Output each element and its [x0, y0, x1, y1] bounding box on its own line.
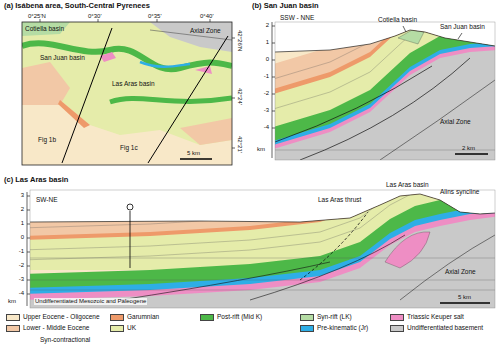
axis-number: -2	[6, 262, 24, 269]
latitude-label: 42°21'	[236, 136, 243, 153]
section-line-label: Fig 1b	[38, 136, 56, 143]
axis-number: -4	[254, 124, 269, 131]
axis-number: 3	[6, 192, 24, 199]
legend-swatch	[110, 325, 124, 332]
legend-group-label: Syn-contractional	[40, 336, 90, 343]
scale-label: 2 km	[462, 145, 475, 152]
axis-number: 1	[6, 220, 24, 227]
zone-label: Axial Zone	[440, 118, 471, 125]
orientation-label: SW-NE	[36, 196, 58, 203]
orientation-label: SSW - NNE	[280, 14, 314, 21]
legend-swatch	[200, 314, 214, 321]
legend-text: Post-rift (Mid K)	[217, 313, 262, 320]
unit-label: Undifferentiated Mesozoic and Paleogene	[34, 298, 147, 305]
axis-number: 0	[6, 234, 24, 241]
longitude-label: 0°35'	[148, 13, 162, 20]
thrust-label: Las Aras thrust	[318, 196, 361, 203]
basin-label: Las Aras basin	[386, 181, 429, 188]
longitude-label: 0°30'	[88, 13, 102, 20]
latitude-label: 42°26'N	[236, 30, 243, 51]
axis-number: -2	[254, 90, 269, 97]
longitude-label: 0°25'N	[28, 13, 46, 20]
basin-label: Cotiella basin	[378, 16, 417, 23]
legend-text: Triassic Keuper salt	[407, 313, 464, 320]
axis-unit: km	[257, 146, 265, 153]
axis-number: -3	[6, 276, 24, 283]
axis-number: 2	[254, 22, 269, 29]
geologic-map	[22, 22, 232, 165]
legend-text: Upper Eocene - Oligocene	[23, 313, 100, 320]
map-label: San Juan basin	[40, 54, 85, 61]
legend-text: Lower - Middle Eocene	[23, 324, 89, 331]
legend-swatch	[390, 314, 404, 321]
legend-swatch	[300, 325, 314, 332]
axis-number: -1	[254, 73, 269, 80]
axis-number: 2	[6, 206, 24, 213]
cross-section-c	[20, 136, 500, 330]
legend-text: Syn-rift (LK)	[317, 313, 352, 320]
basin-label: San Juan basin	[440, 23, 485, 30]
latitude-label: 42°24'	[236, 88, 243, 105]
legend-text: Undifferentiated basement	[407, 324, 483, 331]
legend-text: Garumnian	[127, 313, 159, 320]
map-label: Cotiella basin	[25, 25, 64, 32]
axis-number: -4	[6, 290, 24, 297]
fold-label: Alins syncline	[440, 188, 479, 195]
map-label: Axial Zone	[190, 27, 221, 34]
section-line-label: Fig 1c	[120, 144, 138, 151]
panel-title: (c) Las Aras basin	[4, 176, 68, 184]
legend-swatch	[300, 314, 314, 321]
scale-label: 5 km	[187, 150, 200, 157]
axis-number: 1	[254, 39, 269, 46]
longitude-label: 0°40'	[200, 13, 214, 20]
legend-swatch	[390, 325, 404, 332]
axis-number: -1	[6, 248, 24, 255]
panel-title: (a) Isábena area, South-Central Pyrenees	[4, 2, 150, 10]
axis-unit: km	[8, 298, 16, 305]
legend-swatch	[110, 314, 124, 321]
axis-number: 0	[254, 56, 269, 63]
legend-swatch	[6, 325, 20, 332]
cross-section-b	[270, 0, 500, 220]
legend-text: Pre-kinematic (Jr)	[317, 324, 368, 331]
legend-swatch	[6, 314, 20, 321]
legend-text: UK	[127, 324, 136, 331]
axis-number: -3	[254, 107, 269, 114]
scale-label: 5 km	[458, 294, 471, 301]
panel-title: (b) San Juan basin	[252, 2, 319, 10]
zone-label: Axial Zone	[445, 268, 476, 275]
map-label: Las Aras basin	[112, 80, 155, 87]
